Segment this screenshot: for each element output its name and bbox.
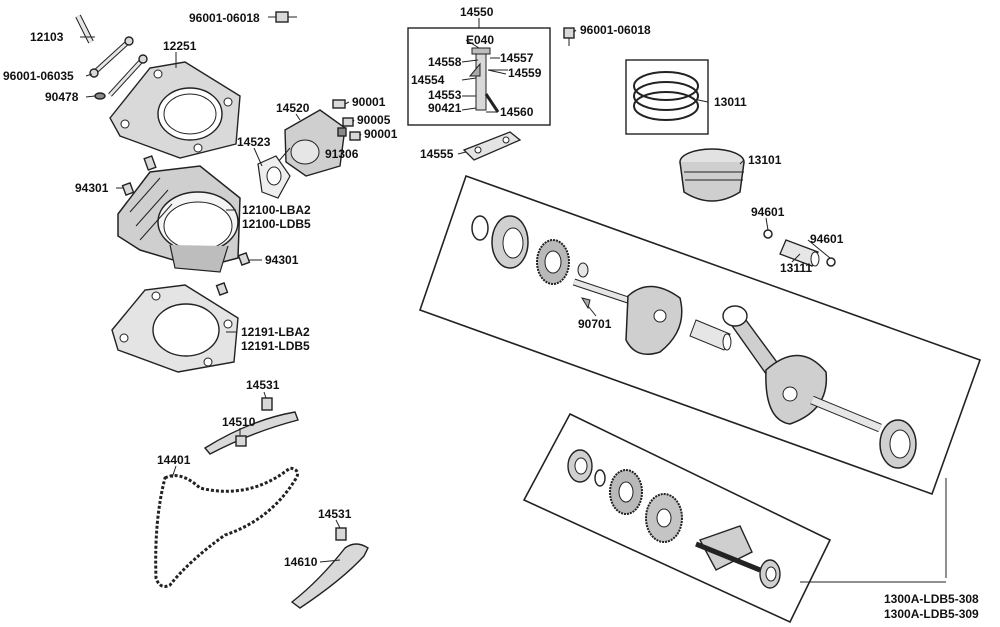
label-94601-a: 94601 [751, 205, 785, 219]
label-90005: 90005 [357, 113, 391, 127]
crankshaft-assy-drawing [471, 215, 917, 469]
label-14523: 14523 [237, 135, 271, 149]
washer-90478-drawing [94, 92, 106, 100]
bolt-12103-drawing [75, 14, 94, 44]
piston-13101-drawing [679, 148, 745, 202]
bolt-96001-06018-left-drawing [275, 11, 297, 23]
label-14401: 14401 [157, 453, 191, 467]
gasket-14555-drawing [462, 131, 522, 161]
piston-rings-13011-frame [625, 59, 709, 135]
gasket-14523-drawing [257, 155, 291, 199]
label-90421: 90421 [428, 101, 462, 115]
balancer-assy-drawing [567, 449, 781, 589]
bolt-96001-06018-right-drawing [563, 27, 575, 46]
label-13111: 13111 [780, 261, 812, 275]
label-12251: 12251 [163, 39, 197, 53]
piston-rings-13011-drawing [633, 71, 699, 121]
label-13011: 13011 [714, 95, 747, 109]
label-90701: 90701 [578, 317, 612, 331]
label-14560: 14560 [500, 105, 534, 119]
crankshaft-assy-panel [418, 174, 982, 496]
label-14558: 14558 [428, 55, 462, 69]
balancer-assy-panel [522, 412, 832, 624]
label-14510: 14510 [222, 415, 256, 429]
label-14554: 14554 [411, 73, 445, 87]
label-94301-bottom: 94301 [265, 253, 299, 267]
label-14520: 14520 [276, 101, 310, 115]
label-14531-lower: 14531 [318, 507, 352, 521]
assy-bracket-lines [800, 478, 947, 583]
label-e040: E040 [466, 33, 494, 47]
label-14531-upper: 14531 [246, 378, 280, 392]
label-1300a-ldb5-309: 1300A-LDB5-309 [884, 607, 979, 621]
label-12100-lba2: 12100-LBA2 [242, 203, 311, 217]
label-14610: 14610 [284, 555, 318, 569]
leader-lines [80, 16, 831, 563]
label-96001-06018-right: 96001-06018 [580, 23, 651, 37]
label-12103: 12103 [30, 30, 64, 44]
cylinder-block-12100-drawing [117, 165, 241, 273]
base-gasket-12191-drawing [111, 284, 239, 373]
label-91306: 91306 [325, 147, 359, 161]
tensioner-body-14520-drawing [277, 109, 346, 177]
dowel-pin-94301-top-drawing [121, 155, 157, 196]
piston-pin-13111-drawing [779, 239, 820, 267]
label-96001-06035: 96001-06035 [3, 69, 74, 83]
label-12100-ldb5: 12100-LDB5 [242, 217, 311, 231]
label-90001-b: 90001 [364, 127, 398, 141]
long-bolt-96001-06035-drawing [89, 36, 148, 97]
dowel-pin-94301-bottom-drawing [215, 252, 251, 296]
chain-tensioner-14610-drawing [290, 543, 369, 609]
bolt-14531-lower-drawing [335, 527, 347, 541]
label-94301-top: 94301 [75, 181, 109, 195]
label-94601-b: 94601 [810, 232, 844, 246]
label-14553: 14553 [428, 88, 462, 102]
label-90478: 90478 [45, 90, 79, 104]
chain-guide-14510-drawing [203, 411, 299, 455]
label-96001-06018-left: 96001-06018 [189, 11, 260, 25]
head-gasket-12251-drawing [109, 61, 241, 159]
label-14550: 14550 [460, 5, 494, 19]
timing-chain-14401-drawing [154, 466, 300, 588]
label-14555: 14555 [420, 147, 454, 161]
label-12191-lba2: 12191-LBA2 [241, 325, 310, 339]
label-12191-ldb5: 12191-LDB5 [241, 339, 310, 353]
label-13101: 13101 [748, 153, 782, 167]
label-14557: 14557 [500, 51, 534, 65]
label-14559: 14559 [508, 66, 542, 80]
bolt-14531-upper-drawing [261, 397, 273, 411]
tensioner-lifter-assy-drawing [468, 47, 508, 113]
label-1300a-ldb5-308: 1300A-LDB5-308 [884, 592, 979, 606]
label-90001-a: 90001 [352, 95, 386, 109]
